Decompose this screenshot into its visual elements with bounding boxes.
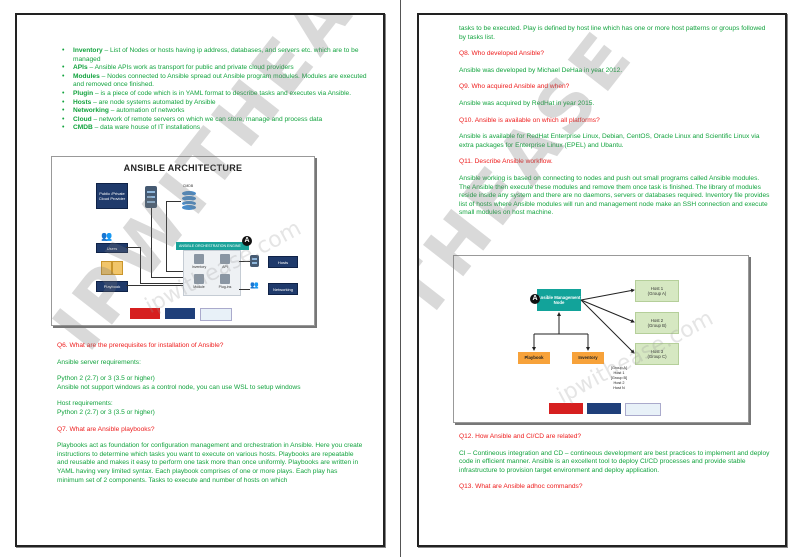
connector-line (166, 201, 181, 202)
component-list: Inventory – List of Nodes or hosts havin… (57, 47, 369, 133)
cloud-provider-box: Public /Private Cloud Provider (96, 183, 128, 209)
answer-text: Playbooks act as foundation for configur… (57, 442, 363, 484)
orchestration-engine: Inventory API Module Plug-ins (183, 250, 241, 296)
ansible-logo-icon: A (242, 236, 252, 246)
answer-text: Host requirements: (57, 400, 113, 408)
document-page-1: Inventory – List of Nodes or hosts havin… (15, 13, 385, 547)
api-module: API (214, 254, 236, 269)
answer-text: Python 2 (2.7) or 3 (3.5 or higher) (57, 408, 155, 416)
inventory-group-list: [Group A] Host 1 [Group B] Host 2 Host N (610, 366, 628, 390)
plugins-module: Plug-ins (214, 274, 236, 289)
inventory-icon (194, 254, 204, 264)
ipwithease-logo (130, 308, 160, 319)
workflow-connectors (532, 288, 635, 354)
link-icon (194, 274, 204, 284)
diagram-title: ANSIBLE ARCHITECTURE (123, 163, 243, 173)
host-3-box: Host 3(Group C) (635, 343, 679, 365)
host-1-box: Host 1(Group A) (635, 280, 679, 302)
connector-line (580, 288, 635, 301)
monitor-icon (220, 274, 230, 284)
answer-text: Python 2 (2.7) or 3 (3.5 or higher) (57, 375, 155, 383)
question-heading: Q6. What are the prerequisites for insta… (57, 342, 224, 349)
list-item: Cloud – network of remote servers on whi… (62, 116, 369, 125)
page-1-qa: Q6. What are the prerequisites for insta… (57, 342, 369, 485)
connector-line (166, 271, 183, 272)
users-icon: 👥 (101, 231, 113, 241)
connector-line (151, 277, 183, 278)
connector-line (239, 261, 250, 262)
hosts-box: Hosts (268, 256, 298, 268)
users-box: Users (96, 243, 128, 253)
prtfuzz-logo (165, 308, 195, 319)
page-2-qa: Q12. How Ansible and CI/CD are related? … (459, 433, 771, 492)
list-item: APIs – Ansible APIs work as transport fo… (62, 64, 369, 73)
prtfuzz-logo (587, 403, 621, 414)
code-icon (220, 254, 230, 264)
connector-line (126, 247, 140, 248)
connector-line (239, 289, 250, 290)
connector-line (140, 247, 141, 283)
connector-line (580, 299, 635, 354)
answer-text: Ansible not support windows as a control… (57, 383, 301, 391)
inventory-box: Inventory (572, 352, 604, 364)
list-item: Plugin – is a piece of code which is in … (62, 90, 369, 99)
question-heading: Q13. What are Ansible adhoc commands? (459, 483, 583, 491)
list-item: Hosts – are node systems automated by An… (62, 99, 369, 108)
ansible-logo-icon: A (530, 294, 540, 304)
cloudwithease-logo (200, 308, 232, 321)
hosts-server-icon (250, 255, 259, 267)
module-module: Module (188, 274, 210, 289)
question-heading: Q8. Who developed Ansible? (459, 50, 545, 58)
playbook-box: Playbook (518, 352, 550, 364)
answer-text: Ansible was acquired by RedHat in year 2… (459, 99, 595, 107)
document-page-2: tasks to be executed. Play is defined by… (417, 13, 787, 547)
page-divider (400, 0, 401, 557)
ipwithease-logo (549, 403, 583, 414)
ansible-workflow-diagram: Ansible Management Node A Playbook Inven… (453, 255, 749, 423)
answer-text: CI – Contineous integration and CD – con… (459, 449, 770, 474)
cmdb-label: CMDB (182, 184, 194, 188)
connector-line (580, 299, 635, 323)
connector-line (151, 208, 152, 278)
question-heading: Q9. Who acquired Ansible and when? (459, 83, 570, 91)
answer-text: Ansible server requirements: (57, 358, 141, 366)
networking-box: Networking (268, 283, 298, 295)
answer-text: Ansible is available for RedHat Enterpri… (459, 133, 760, 149)
answer-text: Ansible was developed by Michael DeHaa i… (459, 66, 623, 74)
connector-line (126, 285, 183, 286)
database-icon (181, 190, 197, 211)
cloudwithease-logo (625, 403, 661, 416)
host-2-box: Host 2(Group B) (635, 312, 679, 334)
question-heading: Q12. How Ansible and CI/CD are related? (459, 433, 582, 440)
list-item: CMDB – data ware house of IT installatio… (62, 124, 369, 133)
ansible-architecture-diagram: ANSIBLE ARCHITECTURE Public /Private Clo… (51, 156, 315, 326)
server-icon (145, 186, 157, 208)
playbook-doc-icon (112, 261, 123, 275)
playbook-doc-icon (101, 261, 112, 275)
playbook-box: Playbook (96, 281, 128, 292)
list-item: Networking – automation of networks (62, 107, 369, 116)
question-heading: Q7. What are Ansible playbooks? (57, 425, 155, 433)
page-2-content: tasks to be executed. Play is defined by… (459, 25, 771, 218)
management-node-box: Ansible Management Node (537, 289, 581, 311)
list-item: Modules – Nodes connected to Ansible spr… (62, 73, 369, 90)
inventory-module: Inventory (188, 254, 210, 269)
answer-text: tasks to be executed. Play is defined by… (459, 25, 766, 41)
networking-people-icon: 👥 (250, 282, 259, 289)
answer-text: Ansible working is based on connecting t… (459, 174, 770, 217)
connector-line (166, 201, 167, 272)
connector-line (140, 283, 183, 284)
page-1-content: Inventory – List of Nodes or hosts havin… (57, 47, 369, 133)
question-heading: Q11. Describe Ansible workflow. (459, 158, 553, 166)
orchestration-engine-bar: ANSIBLE ORCHESTRATION ENGINE (176, 242, 249, 250)
list-item: Inventory – List of Nodes or hosts havin… (62, 47, 369, 64)
question-heading: Q10. Ansible is available on which all p… (459, 116, 600, 124)
